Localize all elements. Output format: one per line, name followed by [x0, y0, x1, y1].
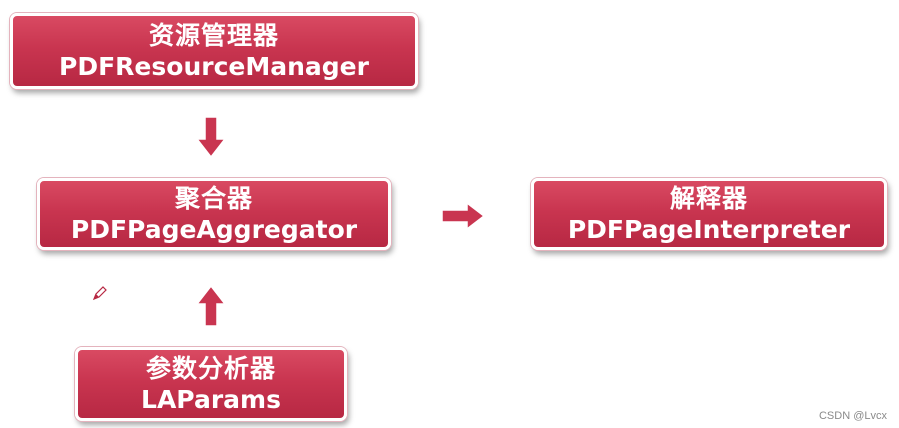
pen-cursor-icon	[92, 286, 107, 301]
aggregator-box: 聚合器 PDFPageAggregator	[37, 178, 391, 250]
arrow-right-icon	[441, 202, 485, 230]
arrow-up-icon	[196, 285, 226, 327]
resource-manager-box: 资源管理器 PDFResourceManager	[10, 13, 418, 89]
resource-manager-label-zh: 资源管理器	[148, 20, 279, 50]
aggregator-label-zh: 聚合器	[174, 183, 253, 213]
interpreter-box: 解释器 PDFPageInterpreter	[531, 178, 887, 250]
aggregator-label-en: PDFPageAggregator	[70, 214, 358, 244]
resource-manager-label-en: PDFResourceManager	[59, 51, 369, 81]
laparams-label-zh: 参数分析器	[145, 353, 276, 383]
interpreter-label-en: PDFPageInterpreter	[567, 214, 851, 244]
interpreter-label-zh: 解释器	[669, 183, 748, 213]
watermark: CSDN @Lvcx	[818, 410, 887, 422]
arrow-down-icon	[196, 116, 226, 158]
laparams-label-en: LAParams	[141, 384, 281, 414]
laparams-box: 参数分析器 LAParams	[75, 347, 347, 421]
